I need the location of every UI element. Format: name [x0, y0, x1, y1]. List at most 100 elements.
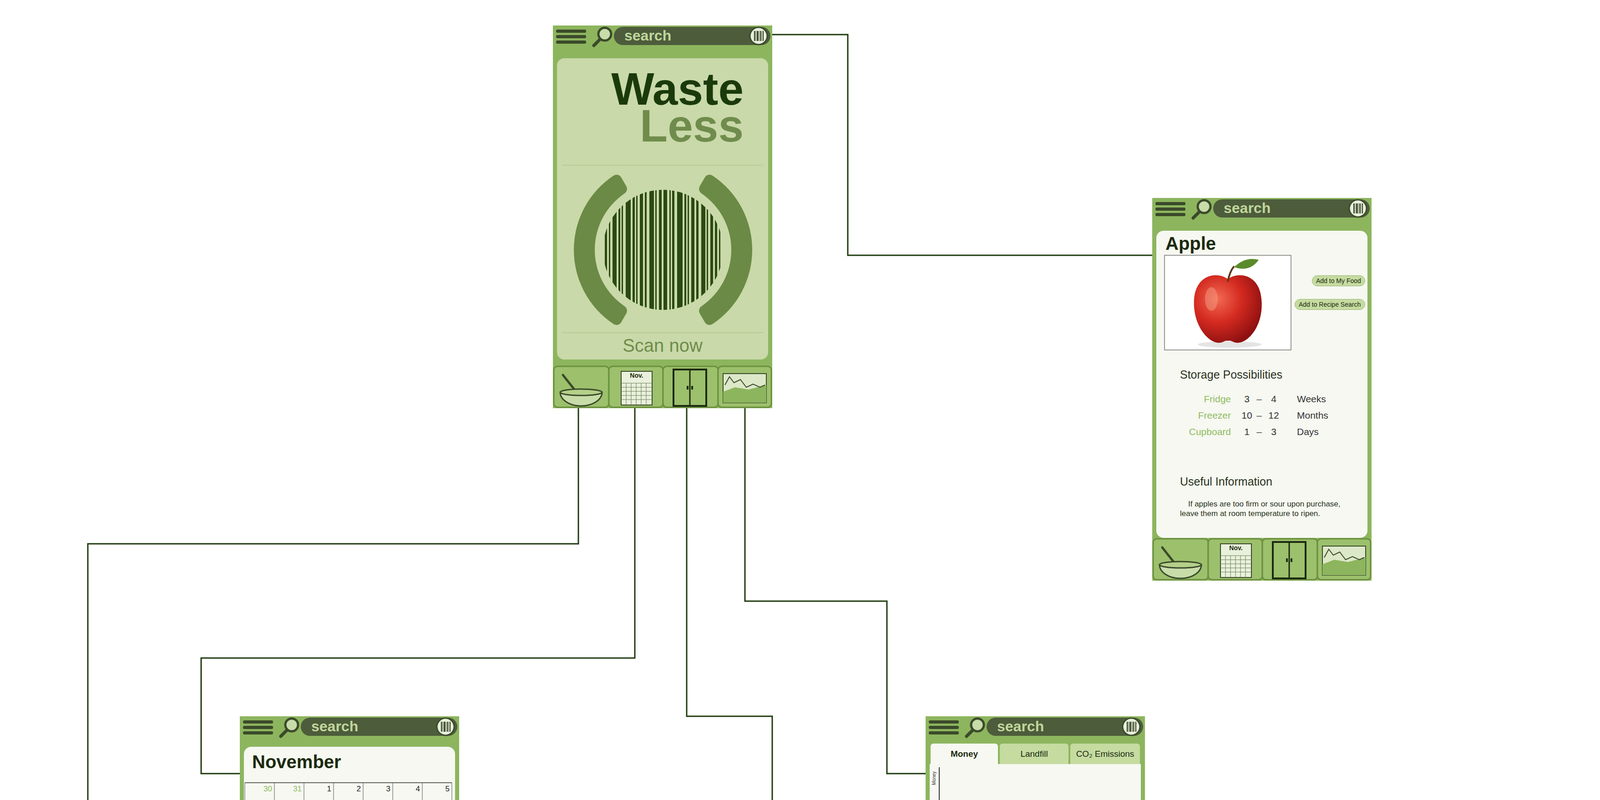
content-panel: [243, 746, 456, 800]
scan-button-bar: [445, 721, 446, 732]
leader-line: [686, 408, 773, 800]
apple-highlight: [1205, 287, 1218, 311]
scan-button-bar: [1135, 721, 1137, 732]
calendar-column-line: [274, 782, 275, 800]
scan-button-bar: [1131, 721, 1132, 732]
scan-button-bar: [759, 30, 761, 41]
app-screen: searchAppleStorage PossibilitiesUseful I…: [1152, 197, 1372, 581]
barcode-bar: [714, 189, 718, 310]
content-panel: [1156, 230, 1368, 538]
nav-tab: [553, 366, 609, 408]
scan-button-bar: [440, 721, 442, 732]
bowl-icon: [560, 374, 603, 406]
label-text: Freezer: [1152, 410, 1231, 421]
tab-button: CO₂ Emissions: [1069, 742, 1141, 765]
label-text: Months: [1296, 410, 1329, 421]
connector: [772, 34, 1153, 256]
barcode-bar: [612, 189, 617, 310]
menu-icon-line: [556, 29, 587, 33]
menu-icon-line: [1155, 212, 1186, 217]
scan-bracket: [573, 174, 628, 325]
chart-frame: [1322, 546, 1366, 576]
calendar-icon: [621, 371, 653, 406]
label-text: 12: [1262, 410, 1286, 421]
label-text: 3: [363, 784, 391, 794]
top-bar: [556, 26, 771, 46]
scan-button-bar: [443, 721, 446, 732]
calendar-column-line: [422, 782, 423, 800]
magnifier-handle: [593, 39, 601, 46]
scan-button-bar: [446, 721, 448, 732]
scan-button-bar: [756, 30, 759, 41]
calendar-column-line: [303, 782, 305, 800]
calendar-column-line: [363, 782, 364, 800]
barcode-bar: [608, 189, 611, 310]
chart-icon: [723, 373, 767, 403]
menu-icon-line: [928, 731, 959, 735]
calendar-grid-line: [1220, 563, 1252, 565]
calendar-grid-line: [641, 383, 642, 406]
calendar-column-line: [392, 782, 394, 800]
calendar-rule: [244, 782, 452, 784]
label-text: Cupboard: [1152, 426, 1231, 438]
calendar-grid-line: [646, 383, 647, 406]
scan-button-bar: [449, 721, 451, 732]
menu-icon-line: [1155, 202, 1186, 206]
connector: [744, 408, 926, 774]
fridge-body: [673, 369, 707, 406]
bowl-icon: [1159, 547, 1202, 579]
label-text: Money: [931, 769, 937, 788]
barcode-bar: [672, 189, 675, 310]
label-text: Days: [1296, 426, 1319, 438]
scan-button-bar: [762, 30, 764, 41]
search-field: [300, 717, 458, 736]
scan-button-bar: [755, 30, 756, 41]
screen-text: Apple: [1165, 234, 1216, 253]
label-text: Nov.: [1220, 544, 1252, 552]
photo-frame: [1164, 255, 1292, 350]
barcode-bar: [636, 189, 638, 310]
top-bar: [928, 717, 1144, 737]
app-screen: searchNovember303112345: [239, 716, 460, 800]
content-panel: [929, 764, 1141, 800]
barcode-bar: [718, 189, 721, 310]
chart-line: [1324, 549, 1365, 560]
bowl-rim: [1159, 561, 1202, 568]
barcode-bar: [604, 189, 608, 310]
apple-photo: [1194, 258, 1262, 348]
tab-label: Money: [930, 743, 998, 765]
screen-text: Useful Information: [1179, 475, 1273, 489]
menu-icon-line: [1155, 207, 1186, 211]
apple-body: [1194, 275, 1262, 344]
scan-button-bar: [1360, 203, 1362, 214]
calendar-column-line: [244, 782, 246, 800]
scan-button: [436, 718, 455, 736]
screen-text: search: [624, 27, 672, 44]
barcode-bar: [669, 189, 671, 310]
barcode-bar: [658, 189, 662, 310]
screen-text: search: [311, 718, 359, 735]
calendar-grid-line: [621, 387, 653, 388]
barcode-bar: [625, 189, 631, 310]
calendar-grid-line: [1225, 555, 1226, 578]
label-text: 5: [422, 784, 450, 794]
label-text: 4: [392, 784, 421, 794]
fridge-icon: [673, 369, 707, 406]
scan-button-bar: [1359, 203, 1361, 214]
barcode: [604, 189, 721, 310]
magnifier-handle: [966, 729, 973, 737]
calendar-grid-line: [1240, 555, 1241, 578]
scan-button: [1349, 199, 1367, 218]
scan-button-bar: [442, 721, 443, 732]
calendar-grid-line: [621, 383, 653, 384]
tab-label: Landfill: [999, 743, 1069, 765]
scan-illustration: [573, 174, 753, 325]
nav-tab: [1262, 538, 1318, 580]
calendar-page: [1220, 543, 1252, 578]
pill-button: Add to My Food: [1311, 275, 1366, 287]
barcode-bar: [684, 189, 687, 310]
menu-icon-line: [243, 720, 274, 724]
screen-body: [1152, 197, 1372, 581]
label-text: –: [1250, 410, 1269, 421]
barcode-bar: [677, 189, 683, 310]
